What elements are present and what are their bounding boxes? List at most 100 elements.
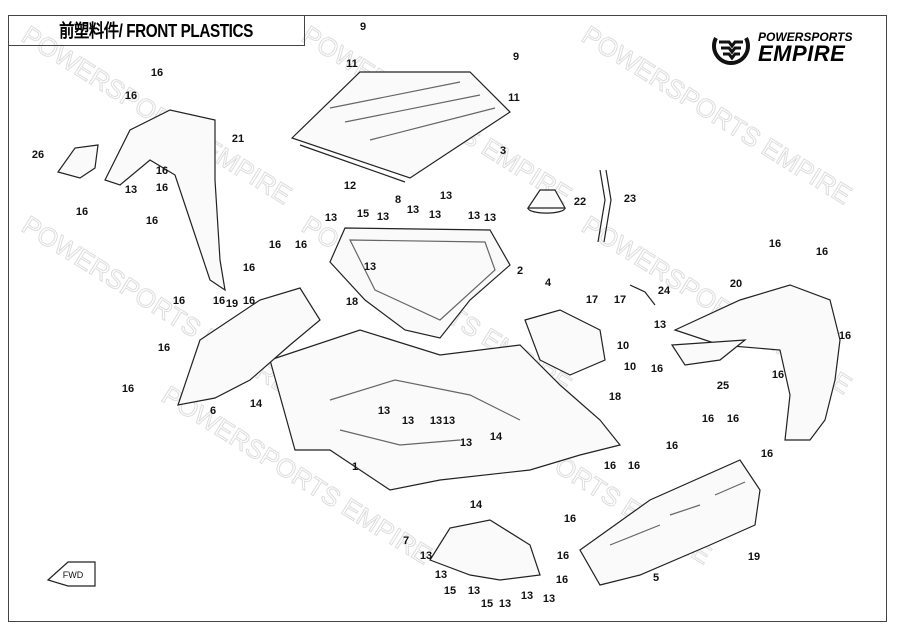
callout-part-13: 13 <box>460 437 472 449</box>
part-5-footwell <box>579 459 761 586</box>
callout-part-8: 8 <box>395 194 401 206</box>
callout-part-16: 16 <box>564 513 576 525</box>
callout-part-6: 6 <box>210 405 216 417</box>
callout-part-13: 13 <box>543 593 555 605</box>
part-25-trim <box>670 339 747 366</box>
part-2-inner <box>349 239 496 321</box>
callout-part-16: 16 <box>727 413 739 425</box>
part-26-bracket <box>57 144 99 179</box>
callout-part-13: 13 <box>325 212 337 224</box>
part-21-left-fender <box>104 109 226 292</box>
page-title-text: 前塑料件/ FRONT PLASTICS <box>59 21 253 41</box>
callout-part-21: 21 <box>232 133 244 145</box>
callout-part-13: 13 <box>364 261 376 273</box>
callout-part-16: 16 <box>158 342 170 354</box>
callout-part-11: 11 <box>346 58 358 70</box>
part-5-contours <box>609 481 746 546</box>
callout-part-22: 22 <box>574 196 586 208</box>
callout-part-16: 16 <box>243 295 255 307</box>
callout-part-18: 18 <box>346 296 358 308</box>
brand-logo: POWERSPORTS EMPIRE <box>710 30 852 66</box>
callout-part-16: 16 <box>122 383 134 395</box>
callout-part-16: 16 <box>146 215 158 227</box>
part-6-left-panel <box>177 287 321 406</box>
callout-part-13: 13 <box>377 211 389 223</box>
part-20-right-fender <box>673 284 841 441</box>
callout-part-13: 13 <box>378 405 390 417</box>
callout-part-20: 20 <box>730 278 742 290</box>
callout-part-19: 19 <box>226 298 238 310</box>
callout-part-1: 1 <box>352 461 358 473</box>
callout-part-13: 13 <box>443 415 455 427</box>
part-3-ribs <box>329 81 496 141</box>
callout-part-15: 15 <box>444 585 456 597</box>
callout-part-17: 17 <box>614 294 626 306</box>
callout-part-15: 15 <box>481 598 493 610</box>
fwd-label: FWD <box>63 570 84 580</box>
logo-line2: EMPIRE <box>758 41 846 66</box>
part-2-storage-tray <box>329 227 511 339</box>
logo-line1: POWERSPORTS <box>758 30 853 44</box>
callout-part-16: 16 <box>761 448 773 460</box>
part-24-clip <box>629 284 656 306</box>
callout-part-13: 13 <box>402 415 414 427</box>
callout-part-16: 16 <box>269 239 281 251</box>
callout-part-13: 13 <box>429 209 441 221</box>
callout-part-16: 16 <box>151 67 163 79</box>
callout-part-16: 16 <box>76 206 88 218</box>
callout-part-24: 24 <box>658 285 671 297</box>
callout-part-16: 16 <box>702 413 714 425</box>
callout-part-11: 11 <box>508 92 520 104</box>
part-22-cap <box>526 189 567 214</box>
callout-part-16: 16 <box>839 330 851 342</box>
callout-part-13: 13 <box>468 585 480 597</box>
callout-part-18: 18 <box>609 391 621 403</box>
part-1-front-body <box>269 329 622 491</box>
callout-part-16: 16 <box>173 295 185 307</box>
callout-part-13: 13 <box>407 204 419 216</box>
callout-part-16: 16 <box>772 369 784 381</box>
callout-part-13: 13 <box>440 190 452 202</box>
callout-part-23: 23 <box>624 193 636 205</box>
callout-part-5: 5 <box>653 572 659 584</box>
callout-part-13: 13 <box>430 415 442 427</box>
callout-part-9: 9 <box>360 21 366 33</box>
callout-part-16: 16 <box>816 246 828 258</box>
callout-part-13: 13 <box>654 319 666 331</box>
part-7-bracket <box>429 519 541 581</box>
callout-part-2: 2 <box>517 265 523 277</box>
callout-part-3: 3 <box>500 145 506 157</box>
callout-part-13: 13 <box>484 212 496 224</box>
callout-part-16: 16 <box>769 238 781 250</box>
callout-part-13: 13 <box>521 590 533 602</box>
callout-part-16: 16 <box>156 182 168 194</box>
callout-part-16: 16 <box>651 363 663 375</box>
page-title: 前塑料件/ FRONT PLASTICS <box>8 15 305 46</box>
callout-part-15: 15 <box>357 208 369 220</box>
callout-part-13: 13 <box>435 569 447 581</box>
part-1-contours <box>329 379 521 446</box>
callout-part-16: 16 <box>156 165 168 177</box>
part-3-top-cover <box>290 71 511 183</box>
callout-part-14: 14 <box>470 499 483 511</box>
callout-part-13: 13 <box>468 210 480 222</box>
callout-part-26: 26 <box>32 149 44 161</box>
callout-part-19: 19 <box>748 551 760 563</box>
callout-part-13: 13 <box>499 598 511 610</box>
callout-part-16: 16 <box>604 460 616 472</box>
callout-part-4: 4 <box>545 277 552 289</box>
callout-part-14: 14 <box>490 431 503 443</box>
callout-part-17: 17 <box>586 294 598 306</box>
callout-part-16: 16 <box>628 460 640 472</box>
callout-part-16: 16 <box>243 262 255 274</box>
callout-part-7: 7 <box>403 535 409 547</box>
callout-part-10: 10 <box>624 361 636 373</box>
callout-part-16: 16 <box>125 90 137 102</box>
callout-part-13: 13 <box>420 550 432 562</box>
callout-part-12: 12 <box>344 180 356 192</box>
callout-part-16: 16 <box>556 574 568 586</box>
part-23-hose <box>597 169 612 243</box>
callout-part-16: 16 <box>666 440 678 452</box>
part-4-panel <box>524 309 606 376</box>
